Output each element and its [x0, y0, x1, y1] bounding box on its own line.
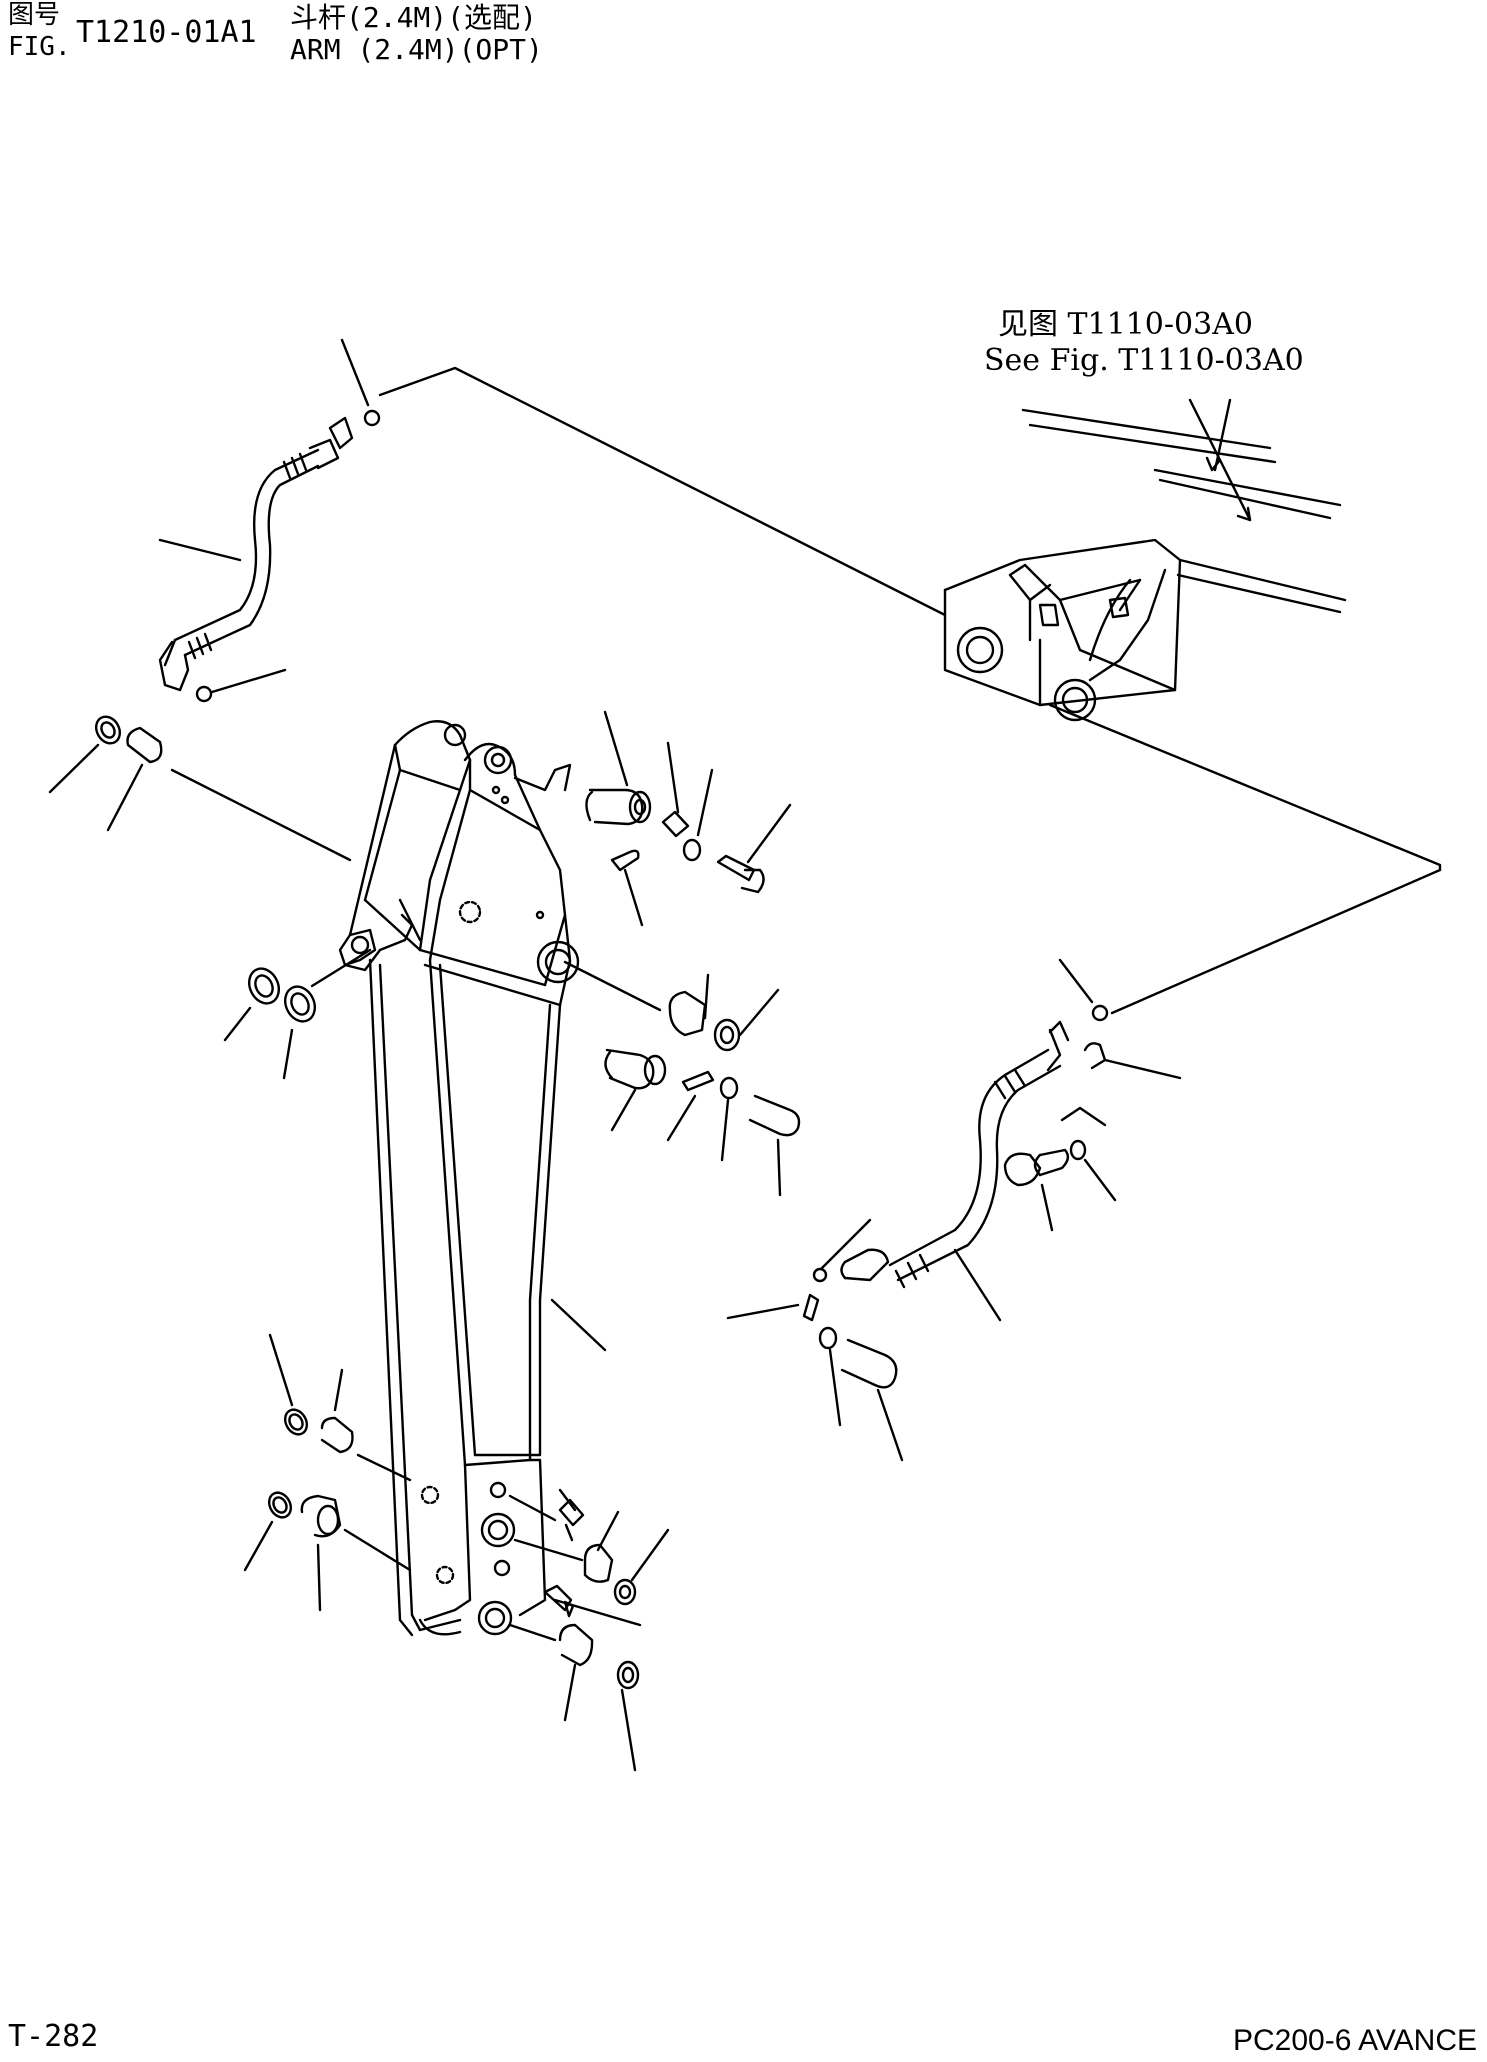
arm-body	[340, 721, 605, 1635]
connector-line	[1050, 705, 1440, 870]
page-number: T-282	[8, 2019, 99, 2054]
title-english: ARM (2.4M)(OPT)	[290, 33, 543, 66]
washers-left	[225, 950, 370, 1078]
right-hose	[728, 960, 1180, 1460]
pin-group-middle	[565, 962, 799, 1195]
machine-model: PC200-6 AVANCE	[1233, 2024, 1477, 2057]
reference-note-english: See Fig. T1110-03A0	[984, 343, 1304, 378]
pin-group-top	[515, 712, 790, 925]
leader-line	[552, 1300, 605, 1350]
title-chinese: 斗杆(2.4M)(选配)	[290, 1, 537, 34]
fig-label-chinese: 图号	[8, 0, 61, 30]
upper-left-hose	[160, 340, 379, 701]
bushing-set-top-left	[50, 712, 350, 860]
connector-line	[1112, 870, 1440, 1013]
reference-note-chinese: 见图 T1110-03A0	[998, 307, 1253, 342]
connector-line	[380, 368, 945, 615]
bushing-set-bottom-right	[510, 1490, 668, 1770]
bushing-set-bottom-left	[245, 1335, 410, 1610]
figure-number: T1210-01A1	[76, 15, 257, 50]
fig-label: FIG.	[8, 32, 71, 62]
boom-end	[945, 400, 1345, 720]
